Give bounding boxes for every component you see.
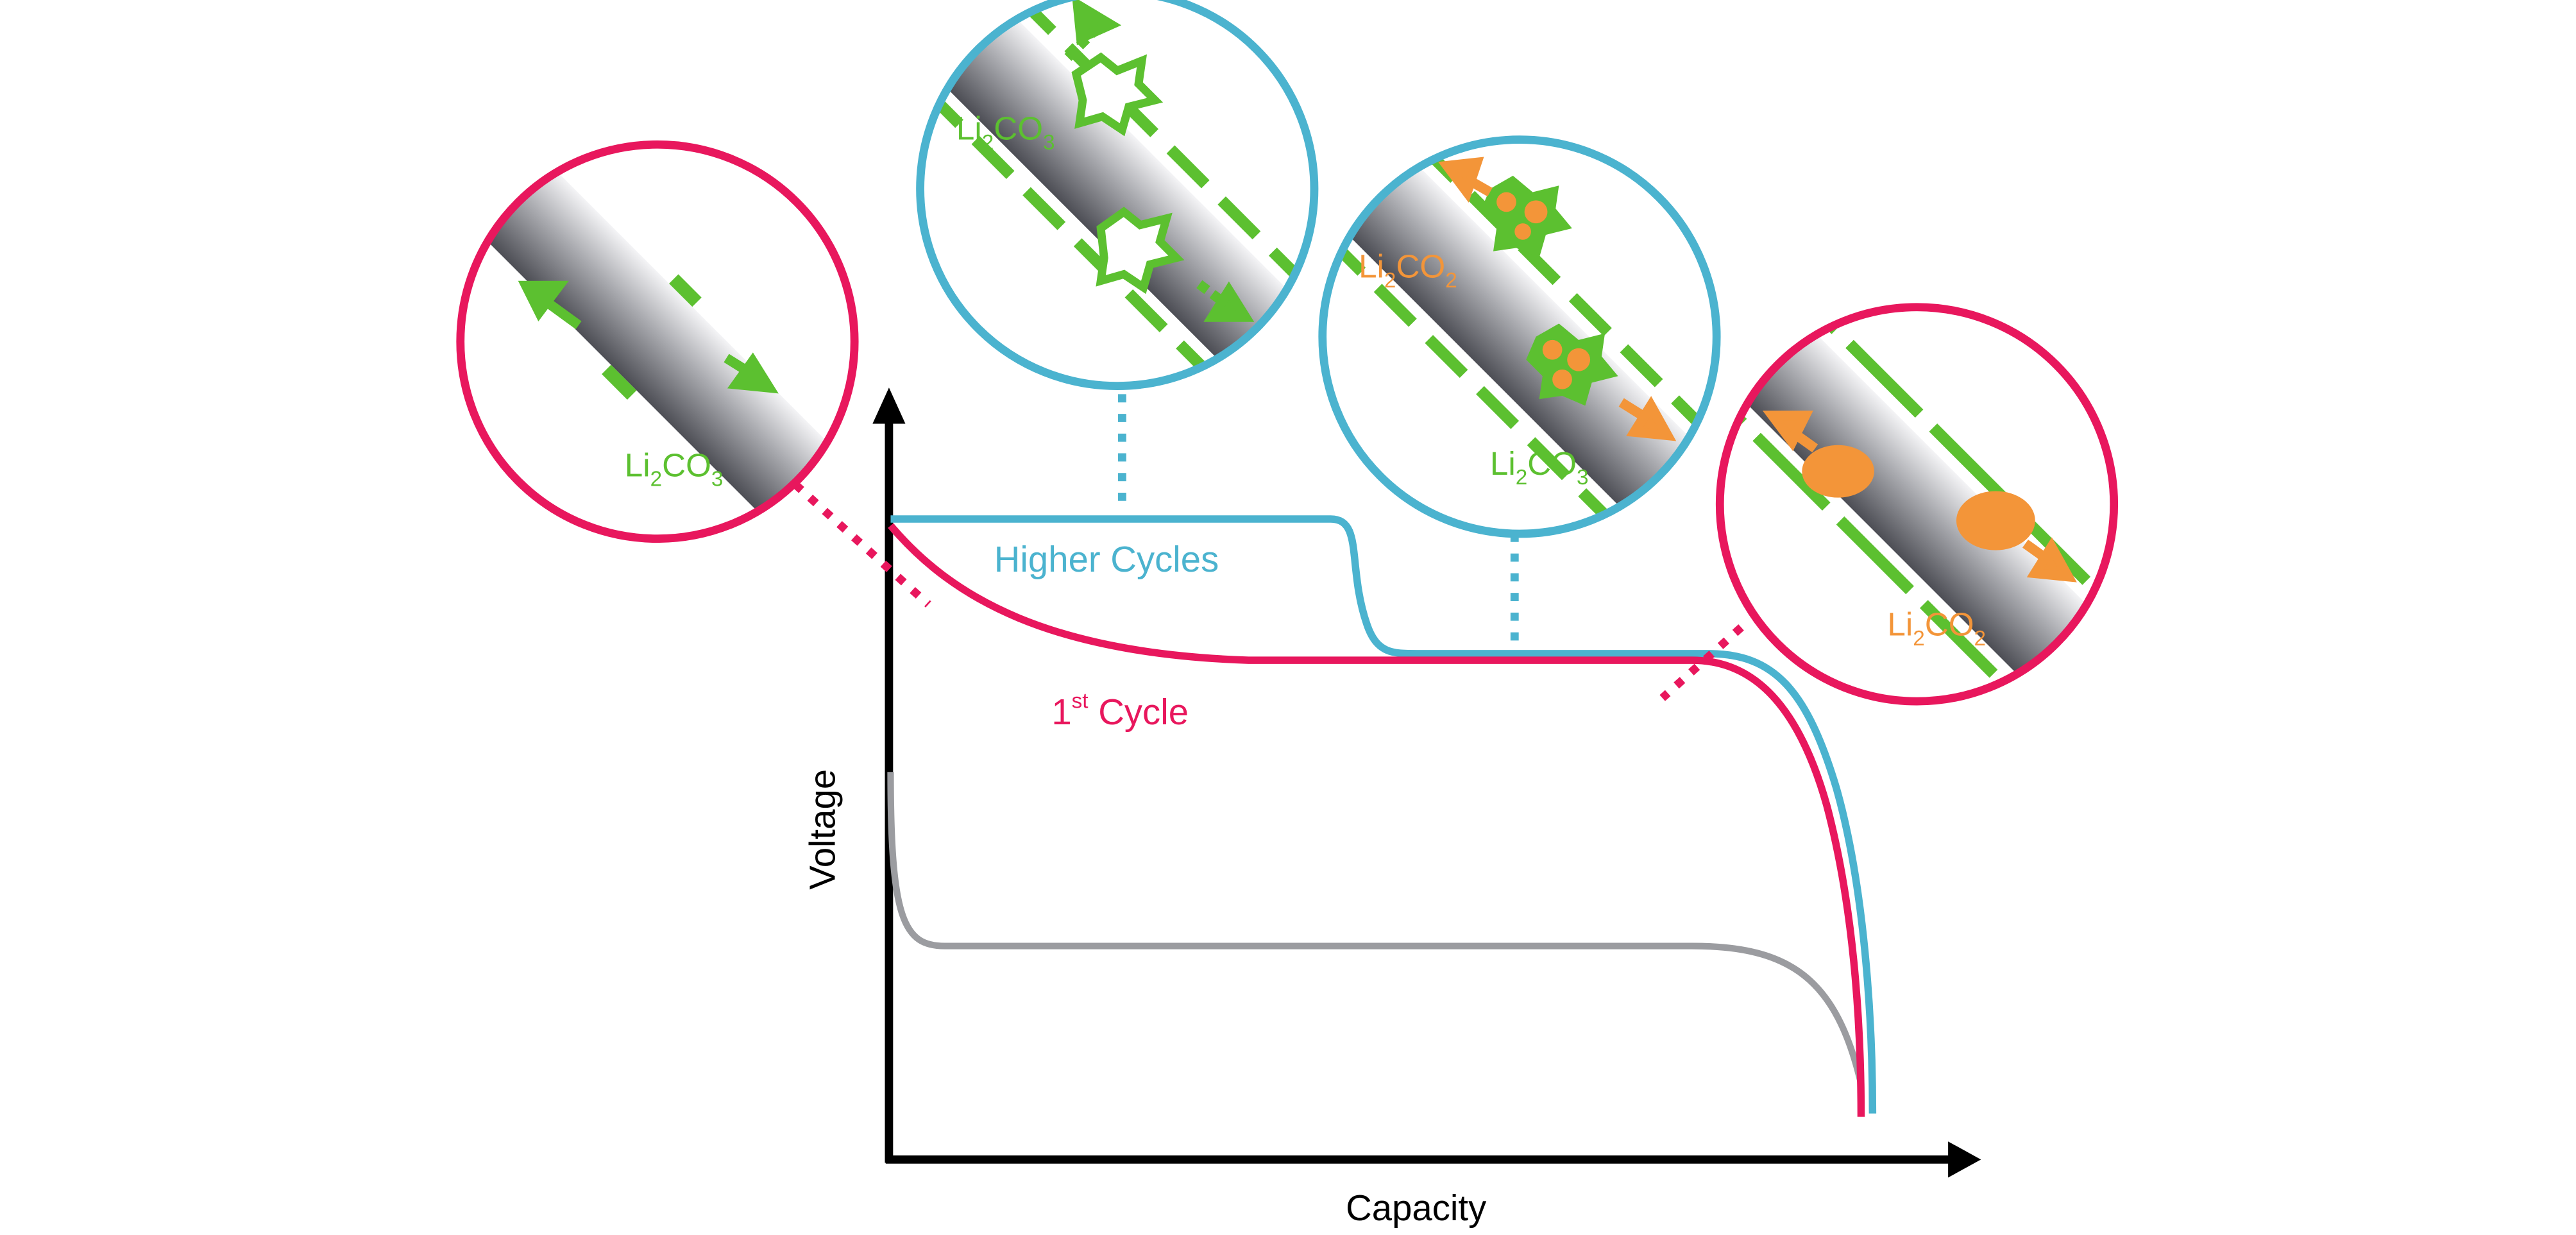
curves: Higher Cycles 1st Cycle — [887, 515, 1877, 1117]
growth-arrows — [1438, 157, 1677, 441]
li2co3-clusters — [1071, 52, 1185, 294]
growth-arrows — [1762, 411, 2077, 583]
li2co3-deposit — [669, 274, 702, 307]
growth-arrows — [1064, 0, 1255, 322]
first-cycle-curve — [888, 523, 1865, 1117]
y-axis-label: Voltage — [802, 769, 842, 890]
first-cycle-label: 1st Cycle — [1051, 689, 1189, 732]
inset-3-species-label-orange: Li2CO2 — [1359, 248, 1457, 293]
higher-cycles-curve — [890, 515, 1877, 1114]
carbon-nanotube — [463, 148, 852, 536]
inset-4-circle: CNT Li2CO2 — [1715, 303, 2119, 706]
inset-1-circle: CNT Li2CO3 — [456, 140, 859, 543]
y-axis-arrowhead — [872, 388, 906, 424]
inset-4-species-label: Li2CO2 — [1887, 606, 1986, 651]
li2co2-particles — [1802, 445, 2035, 550]
x-axis-arrowhead — [1948, 1141, 1981, 1178]
inset-2-circle: Li2CO3 CNT — [916, 0, 1319, 390]
higher-cycles-label: Higher Cycles — [994, 539, 1219, 579]
inset-3-species-label-green: Li2CO3 — [1490, 445, 1589, 490]
inset-3-circle: Li2CO2 Li2CO3 CNT — [1318, 135, 1721, 538]
baseline-curve — [887, 772, 1865, 1114]
li2co2-islands — [1496, 192, 1591, 389]
growth-arrows — [518, 280, 779, 394]
carbon-nanotube — [1325, 142, 1714, 531]
x-axis-label: Capacity — [1346, 1188, 1487, 1228]
inset-2-species-label: Li2CO3 — [956, 110, 1055, 155]
li2co3-deposit — [602, 364, 637, 400]
carbon-nanotube — [1723, 310, 2111, 698]
inset-1-species-label: Li2CO3 — [625, 447, 724, 491]
